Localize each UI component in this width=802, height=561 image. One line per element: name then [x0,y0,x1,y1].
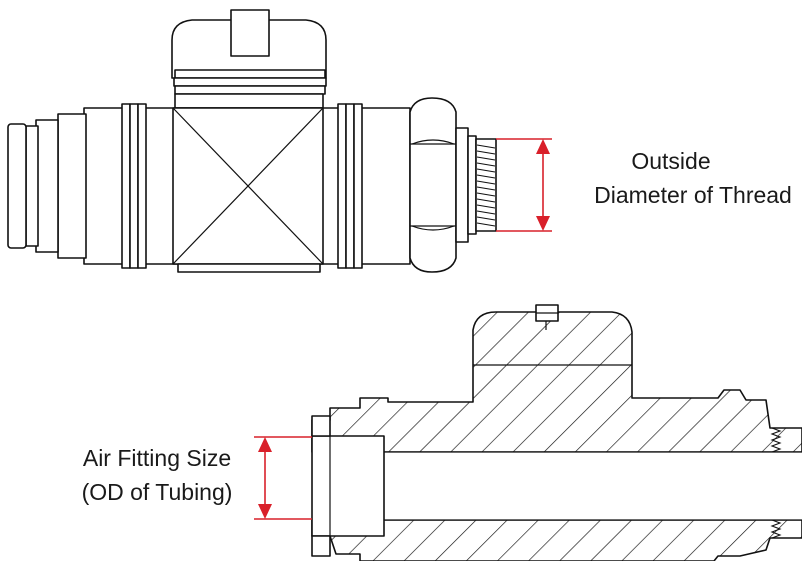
fitting-label-line1: Air Fitting Size [83,445,231,471]
threaded-end [475,138,497,232]
collet-step [25,125,39,247]
cap-tab [230,9,270,57]
left-body-rings [121,103,147,269]
section-thread-teeth [770,427,782,539]
section-lower-body [311,519,802,561]
collet-outer [57,113,87,259]
collet-lip-lower [311,535,331,557]
thread-grooves [476,144,496,227]
cross-section-view: Air Fitting Size (OD of Tubing) [82,304,802,561]
thread-label-line1: Outside [631,148,710,174]
right-body-rings [337,103,363,269]
tube-insert [311,435,385,537]
cap-rings [173,69,327,95]
section-bore [384,452,802,520]
collet-lip [311,415,331,437]
thread-collar [455,127,469,243]
collet-button [7,123,27,249]
fitting-label-line2: (OD of Tubing) [82,479,233,505]
exterior-view: Outside Diameter of Thread [7,9,792,273]
collet-ring [35,119,59,253]
cross-line-2 [172,107,324,265]
section-upper-body [311,311,802,453]
cap-neck [174,93,324,109]
hex-nut [409,97,457,273]
thread-label-line2: Diameter of Thread [594,182,792,208]
body-base [177,263,321,273]
tubing-od-dimension [254,436,312,520]
thread-shoulder [467,135,477,235]
thread-od-dimension [496,138,552,232]
